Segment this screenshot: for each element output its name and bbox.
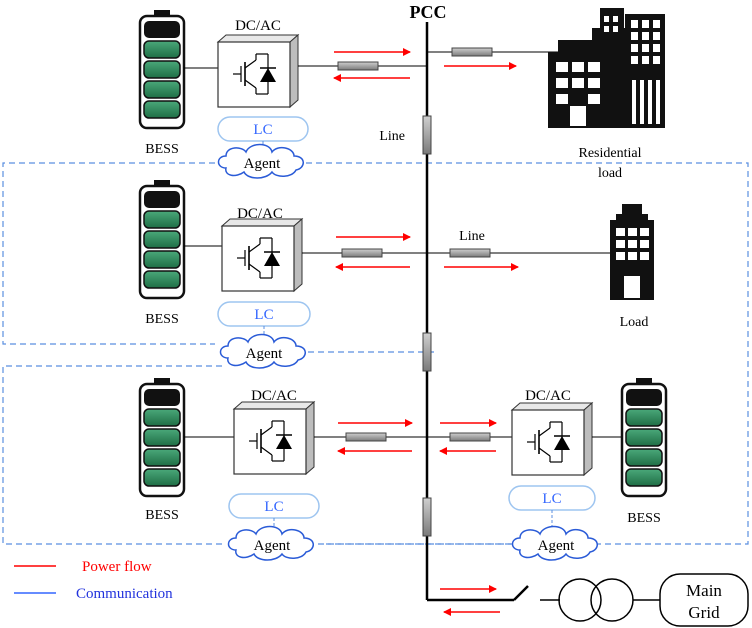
- svg-text:Agent: Agent: [538, 538, 575, 554]
- bess-unit-2: BESS: [138, 178, 186, 327]
- inverter-icon: [511, 402, 593, 476]
- svg-text:Main: Main: [686, 581, 722, 600]
- main-grid-box: Main Grid: [659, 573, 749, 627]
- residential-load-label-2: load: [598, 166, 622, 181]
- legend-communication-label: Communication: [76, 586, 173, 602]
- pcc-label: PCC: [410, 2, 447, 22]
- lc-box: LC: [217, 116, 309, 142]
- residential-building-icon: [548, 8, 665, 128]
- bess-label: BESS: [145, 508, 178, 523]
- residential-load-label: Residential: [579, 146, 642, 161]
- svg-text:Grid: Grid: [688, 603, 720, 622]
- battery-icon: [138, 376, 186, 498]
- converter-label: DC/AC: [237, 206, 283, 222]
- line-segment: [422, 497, 432, 537]
- bess-unit-4: BESS: [620, 376, 668, 526]
- battery-icon: [138, 8, 186, 130]
- svg-text:LC: LC: [264, 499, 283, 515]
- svg-text:Agent: Agent: [254, 538, 291, 554]
- agent-cloud: Agent: [217, 143, 305, 179]
- line-label-vertical: Line: [379, 129, 405, 144]
- agent-cloud: Agent: [219, 333, 307, 369]
- switch-icon: [513, 585, 529, 601]
- svg-text:Agent: Agent: [244, 156, 281, 172]
- svg-text:Agent: Agent: [246, 346, 283, 362]
- inverter-icon: [233, 401, 315, 475]
- line-segment: [422, 332, 432, 372]
- comm-region-bottom-left: [2, 365, 226, 545]
- load-building-icon: [610, 204, 654, 300]
- lc-box: LC: [228, 493, 320, 519]
- lc-box: LC: [217, 301, 311, 327]
- battery-icon: [620, 376, 668, 498]
- agent-cloud: Agent: [511, 525, 599, 561]
- bess-unit-1: BESS: [138, 8, 186, 157]
- converter-label: DC/AC: [235, 18, 281, 34]
- lc-box: LC: [508, 485, 596, 511]
- legend-power-flow-label: Power flow: [82, 559, 152, 575]
- converter-label: DC/AC: [251, 388, 297, 404]
- agent-cloud: Agent: [227, 525, 315, 561]
- svg-text:LC: LC: [254, 307, 273, 323]
- legend: Power flow Communication: [14, 559, 173, 602]
- inverter-icon: [221, 218, 303, 292]
- bess-label: BESS: [627, 511, 660, 526]
- line-label: Line: [459, 229, 485, 244]
- bess-label: BESS: [145, 142, 178, 157]
- bess-label: BESS: [145, 312, 178, 327]
- comm-region-top-left: [2, 162, 215, 345]
- converter-label: DC/AC: [525, 388, 571, 404]
- svg-text:LC: LC: [542, 491, 561, 507]
- svg-text:LC: LC: [253, 122, 272, 138]
- bess-unit-3: BESS: [138, 376, 186, 523]
- load-label: Load: [620, 315, 649, 330]
- battery-icon: [138, 178, 186, 300]
- inverter-icon: [217, 34, 299, 108]
- transformer-icon: [558, 578, 602, 622]
